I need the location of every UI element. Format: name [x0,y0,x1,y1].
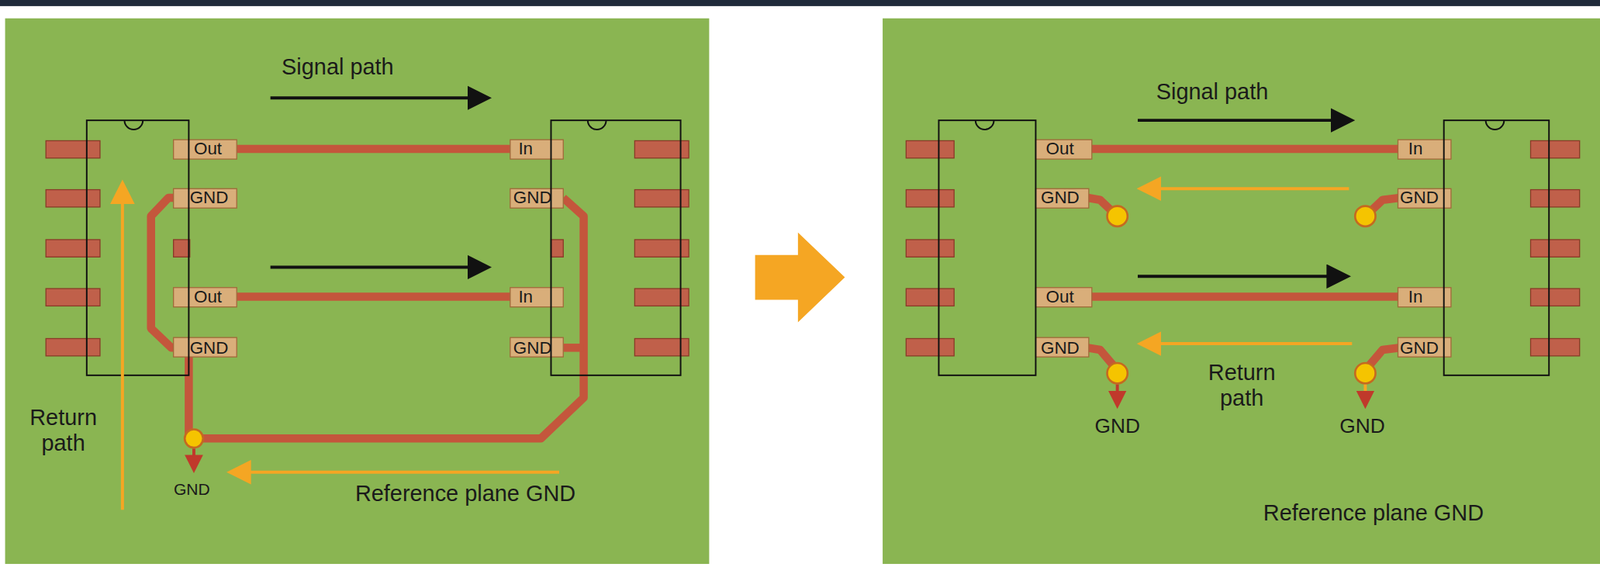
signal-path-label: Signal path [281,54,394,80]
pin-label: Out [1046,286,1075,308]
pin-label: In [518,138,533,159]
return-path-label: Return path [17,404,109,457]
return-path-label: Return path [1190,359,1293,412]
gnd-label: GND [173,480,211,499]
pin-label: GND [190,187,229,208]
pin-label: GND [513,338,553,359]
gnd-label: GND [1095,414,1141,438]
pin-label: Out [193,138,222,159]
pin-label: GND [1399,338,1439,359]
reference-plane-label: Reference plane GND [355,480,576,507]
pin-label: In [518,286,533,308]
pin-label: GND [1040,338,1080,359]
pin-label: In [1408,286,1424,308]
reference-plane-label: Reference plane GND [1263,500,1484,526]
pin-label: GND [1399,187,1439,208]
pin-label: GND [1040,187,1080,208]
signal-path-label: Signal path [1156,79,1269,105]
pin-label: In [1408,138,1424,159]
pin-label: Out [193,286,222,308]
gnd-label: GND [1339,414,1385,438]
pin-label: Out [1046,138,1075,159]
pin-label: GND [190,338,229,359]
pin-label: GND [513,187,553,208]
